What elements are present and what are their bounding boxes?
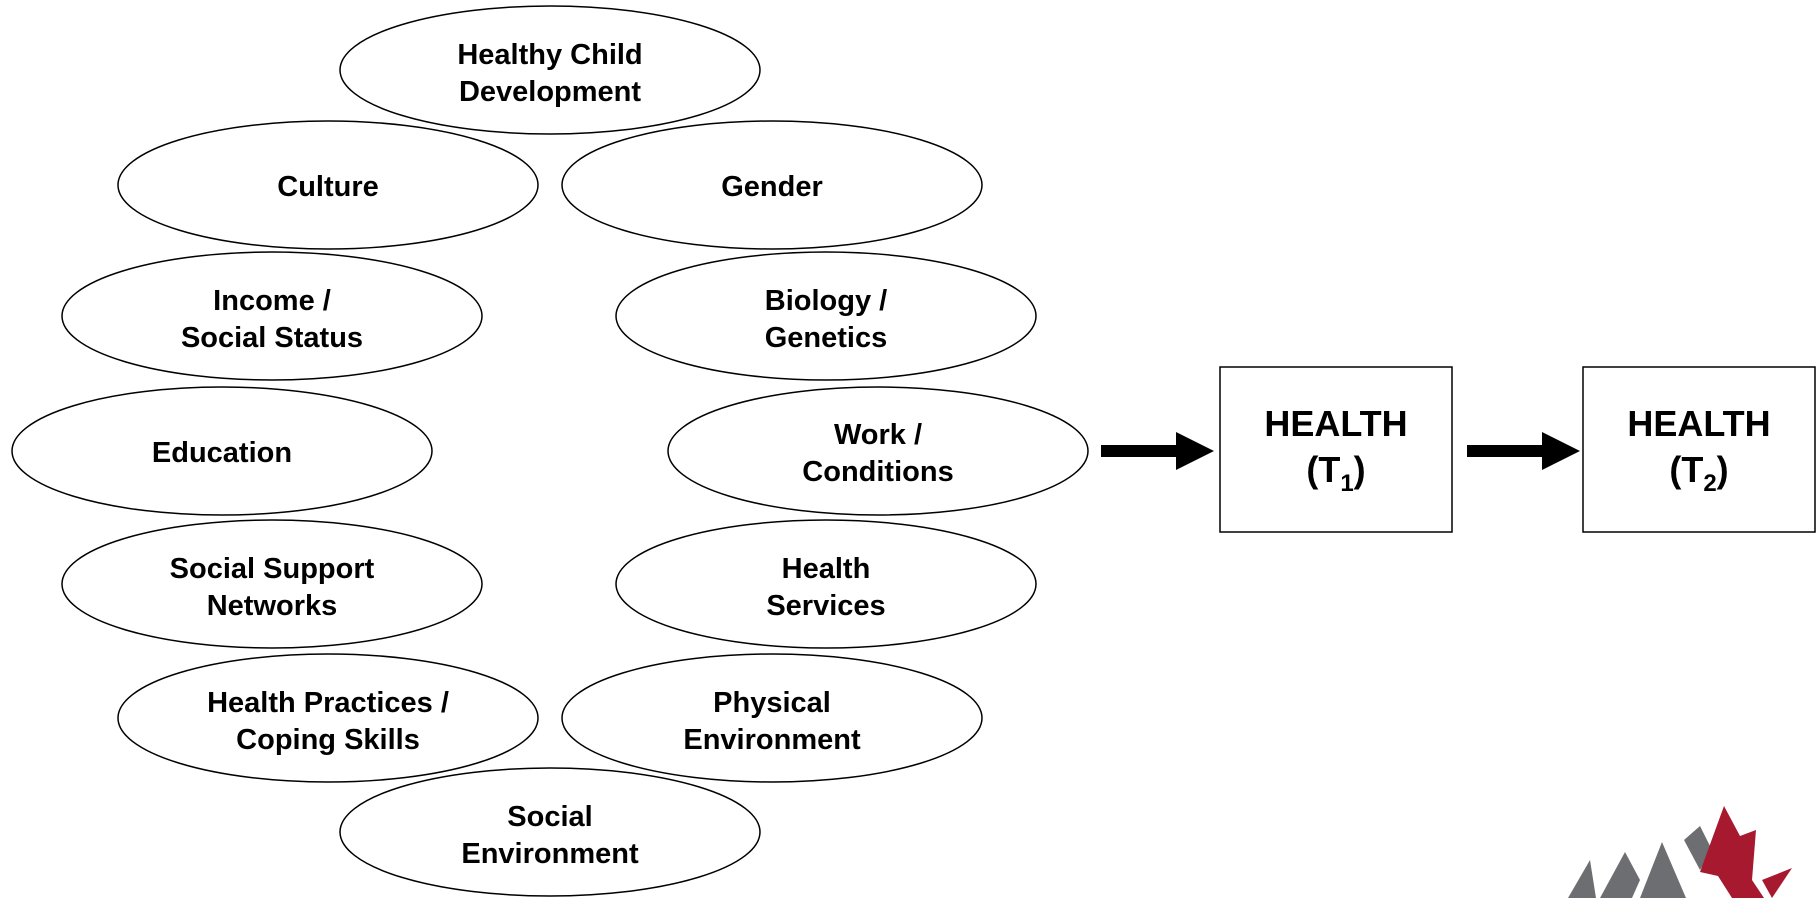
box-subtitle: (T1) (1306, 449, 1365, 497)
box-subtitle-index: 2 (1703, 470, 1716, 497)
ellipse-shape (11, 386, 433, 516)
determinant-node: Education (11, 386, 433, 516)
node-label: Social Support (170, 553, 375, 585)
determinant-node: Physical Environment (561, 653, 983, 783)
box-title: HEALTH (1264, 403, 1407, 444)
node-label: Environment (461, 838, 639, 870)
outcome-box-health-t2: HEALTH (T2) (1582, 366, 1816, 533)
node-label: Services (766, 590, 885, 622)
node-label: Education (152, 437, 292, 469)
right-arrow-icon (1101, 432, 1214, 470)
node-label: Social Status (181, 322, 363, 354)
right-arrow-icon (1467, 432, 1580, 470)
box-shape (1219, 366, 1453, 533)
box-title: HEALTH (1627, 403, 1770, 444)
outcome-box-health-t1: HEALTH (T1) (1219, 366, 1453, 533)
ellipse-shape (61, 519, 483, 649)
node-label: Development (459, 76, 641, 108)
ellipse-shape (667, 386, 1089, 516)
box-subtitle-suffix: ) (1354, 449, 1366, 490)
node-label: Health (782, 553, 871, 585)
determinant-node: Biology / Genetics (615, 251, 1037, 381)
ellipse-shape (117, 120, 539, 250)
determinant-node: Health Services (615, 519, 1037, 649)
node-label: Coping Skills (236, 724, 420, 756)
node-label: Networks (207, 590, 338, 622)
node-label: Physical (713, 687, 831, 719)
determinant-node: Healthy Child Development (339, 5, 761, 135)
box-shape (1582, 366, 1816, 533)
node-label: Genetics (765, 322, 888, 354)
box-subtitle-prefix: (T (1669, 449, 1703, 490)
node-label: Work / (834, 419, 922, 451)
ellipse-shape (339, 5, 761, 135)
ellipse-shape (61, 251, 483, 381)
logo-icon (1568, 806, 1792, 898)
node-label: Income / (213, 285, 331, 317)
node-label: Environment (683, 724, 861, 756)
ellipse-shape (339, 767, 761, 897)
ellipse-shape (117, 653, 539, 783)
ellipse-shape (561, 120, 983, 250)
box-subtitle-suffix: ) (1717, 449, 1729, 490)
ellipse-shape (615, 519, 1037, 649)
determinant-node: Health Practices / Coping Skills (117, 653, 539, 783)
determinant-node: Culture (117, 120, 539, 250)
node-label: Biology / (765, 285, 887, 317)
box-subtitle-prefix: (T (1306, 449, 1340, 490)
ellipse-shape (615, 251, 1037, 381)
node-label: Gender (721, 171, 823, 203)
node-label: Health Practices / (207, 687, 449, 719)
determinant-node: Social Environment (339, 767, 761, 897)
box-subtitle: (T2) (1669, 449, 1728, 497)
determinant-node: Income / Social Status (61, 251, 483, 381)
box-subtitle-index: 1 (1340, 470, 1353, 497)
node-label: Healthy Child (457, 39, 642, 71)
node-label: Social (507, 801, 592, 833)
ellipse-shape (561, 653, 983, 783)
determinant-node: Social Support Networks (61, 519, 483, 649)
determinant-node: Gender (561, 120, 983, 250)
node-label: Culture (277, 171, 379, 203)
determinant-node: Work / Conditions (667, 386, 1089, 516)
node-label: Conditions (802, 456, 953, 488)
